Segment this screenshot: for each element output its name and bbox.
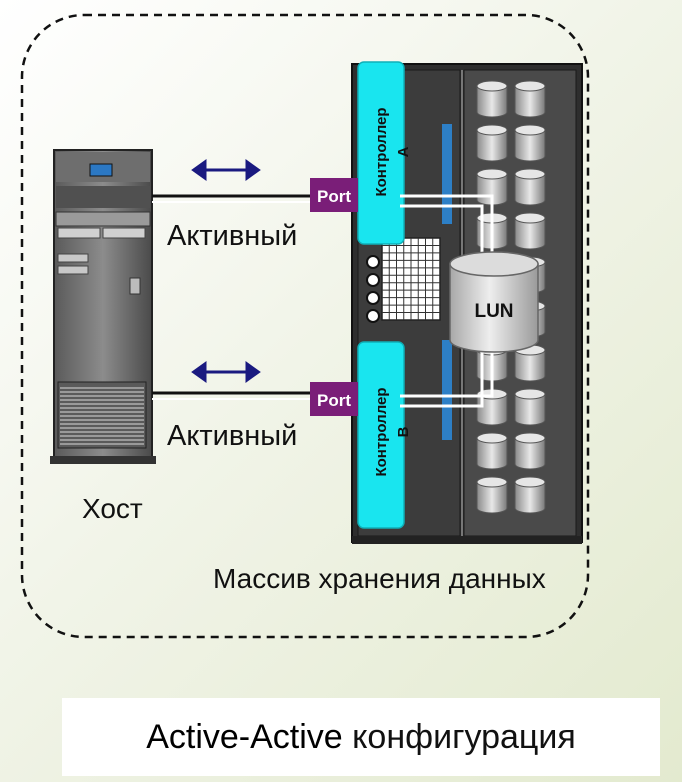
lun-label: LUN xyxy=(474,301,513,322)
port-top-label: Port xyxy=(317,187,351,206)
disk-drive-icon xyxy=(514,212,546,250)
disk-drive-icon xyxy=(514,388,546,426)
controller-a-label: Контроллер xyxy=(373,107,390,196)
controller-a xyxy=(357,61,405,245)
disk-drive-icon xyxy=(476,476,508,514)
system-boundary xyxy=(20,13,590,639)
bidirectional-arrow-bottom-icon xyxy=(191,361,261,383)
lun-cylinder xyxy=(449,251,539,353)
host-server-icon xyxy=(50,149,156,464)
port-top xyxy=(310,178,358,212)
link-top-label: Активный xyxy=(167,220,297,252)
host-cables xyxy=(152,194,312,400)
disk-drive-icon xyxy=(514,124,546,162)
disk-drive-icon xyxy=(476,80,508,118)
port-bottom xyxy=(310,382,358,416)
caption-description: конфигурация xyxy=(352,717,576,756)
link-bottom-label: Активный xyxy=(167,420,297,452)
caption-box: Active-Active конфигурация xyxy=(62,698,660,776)
caption-term: Active-Active xyxy=(146,717,343,756)
disk-drive-icon xyxy=(514,80,546,118)
storage-array-label: Массив хранения данных xyxy=(213,563,546,594)
host-label: Хост xyxy=(82,493,143,524)
controller-b-label: Контроллер xyxy=(373,387,390,476)
controller-b xyxy=(357,341,405,529)
bidirectional-arrow-top-icon xyxy=(191,159,261,181)
disk-drive-icon xyxy=(476,124,508,162)
controller-b-letter: B xyxy=(395,426,412,437)
disk-drive-icon xyxy=(514,168,546,206)
internal-wiring xyxy=(400,194,494,408)
disk-drive-icon xyxy=(514,476,546,514)
disk-drive-icon xyxy=(514,432,546,470)
controller-a-letter: A xyxy=(395,146,412,157)
disk-drive-icon xyxy=(476,432,508,470)
port-bottom-label: Port xyxy=(317,391,351,410)
